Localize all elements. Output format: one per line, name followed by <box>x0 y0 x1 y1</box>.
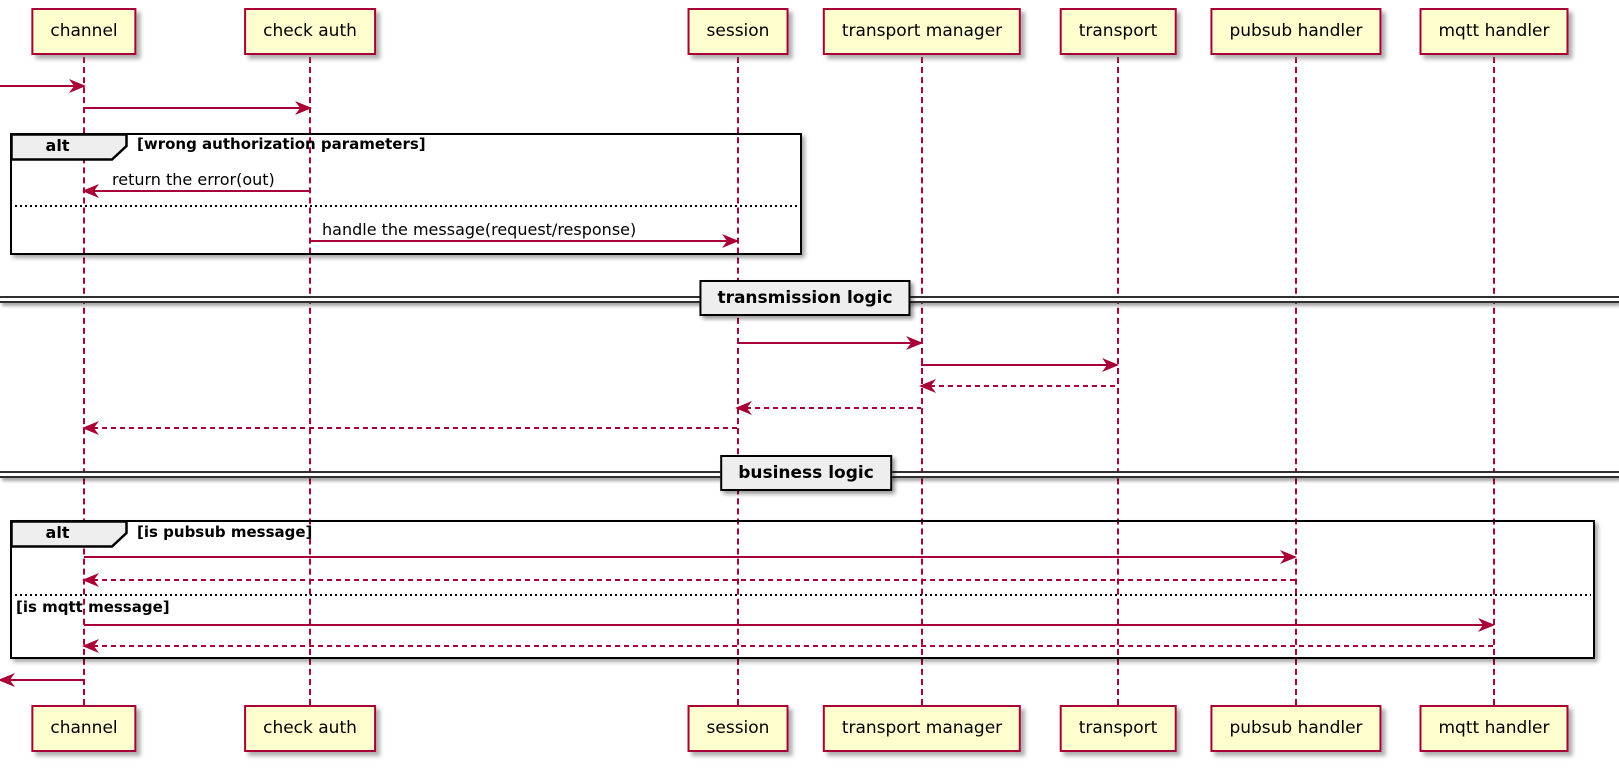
participant-bottom-session: session <box>687 705 789 752</box>
divider-label-business: business logic <box>720 455 892 491</box>
message-arrow-check-auth-to-session <box>310 234 739 248</box>
participant-label: pubsub handler <box>1229 718 1363 738</box>
participant-label: channel <box>50 718 118 738</box>
participant-top-session: session <box>687 8 789 55</box>
message-arrow-external-to-channel <box>0 79 86 93</box>
fragment-keyword: alt <box>45 135 70 155</box>
participant-top-channel: channel <box>31 8 137 55</box>
message-arrow-channel-to-external <box>0 673 84 687</box>
lifeline-mqtt-handler <box>1493 57 1495 705</box>
lifeline-channel <box>83 57 85 705</box>
lifeline-transport-manager <box>921 57 923 705</box>
message-arrow-transport-manager-to-session <box>735 401 921 415</box>
participant-label: check auth <box>263 21 357 41</box>
message-arrow-pubsub-handler-to-channel <box>82 573 1295 587</box>
fragment-tab: alt <box>9 132 128 161</box>
message-arrow-channel-to-check-auth <box>84 101 312 115</box>
participant-label: mqtt handler <box>1438 21 1550 41</box>
participant-bottom-check-auth: check auth <box>244 705 376 752</box>
fragment-tab-shape <box>9 132 128 161</box>
participant-top-transport: transport <box>1059 8 1177 55</box>
participant-label: transport manager <box>841 21 1003 41</box>
lifeline-pubsub-handler <box>1295 57 1297 705</box>
fragment-else-divider <box>10 594 1591 596</box>
participant-top-pubsub-handler: pubsub handler <box>1210 8 1382 55</box>
participant-label: session <box>706 718 770 738</box>
message-label: return the error(out) <box>112 170 275 189</box>
fragment-else-divider <box>10 205 798 207</box>
alt-fragment-auth: alt <box>9 132 802 255</box>
participant-label: session <box>706 21 770 41</box>
divider-label-transmission: transmission logic <box>699 280 911 316</box>
participant-bottom-pubsub-handler: pubsub handler <box>1210 705 1382 752</box>
participant-label: transport <box>1078 21 1158 41</box>
alt-fragment-routing: alt <box>9 519 1595 659</box>
participant-bottom-channel: channel <box>31 705 137 752</box>
participant-top-mqtt-handler: mqtt handler <box>1419 8 1569 55</box>
participant-top-transport-manager: transport manager <box>822 8 1022 55</box>
message-arrow-channel-to-mqtt-handler <box>84 618 1495 632</box>
participant-label: check auth <box>263 718 357 738</box>
participant-top-check-auth: check auth <box>244 8 376 55</box>
participant-bottom-transport: transport <box>1059 705 1177 752</box>
participant-label: pubsub handler <box>1229 21 1363 41</box>
fragment-tab: alt <box>9 519 128 548</box>
message-label: handle the message(request/response) <box>322 220 637 239</box>
participant-bottom-mqtt-handler: mqtt handler <box>1419 705 1569 752</box>
arrowhead-left-icon <box>0 673 15 687</box>
participant-label: transport <box>1078 718 1158 738</box>
participant-label: mqtt handler <box>1438 718 1550 738</box>
message-arrow-channel-to-pubsub-handler <box>84 550 1297 564</box>
message-arrow-session-to-channel <box>82 421 737 435</box>
message-arrow-transport-to-transport-manager <box>919 379 1117 393</box>
lifeline-session <box>737 57 739 705</box>
fragment-guard: [wrong authorization parameters] <box>137 135 426 153</box>
lifeline-check-auth <box>309 57 311 705</box>
fragment-guard: [is mqtt message] <box>16 598 170 616</box>
participant-label: transport manager <box>841 718 1003 738</box>
message-arrow-transport-manager-to-transport <box>921 358 1119 372</box>
message-arrow-check-auth-to-channel <box>82 184 310 198</box>
participant-label: channel <box>50 21 118 41</box>
fragment-tab-shape <box>9 519 128 548</box>
lifeline-transport <box>1117 57 1119 705</box>
message-arrow-mqtt-handler-to-channel <box>82 639 1493 653</box>
participant-bottom-transport-manager: transport manager <box>822 705 1022 752</box>
fragment-guard: [is pubsub message] <box>137 523 313 541</box>
message-arrow-session-to-transport-manager <box>737 336 923 350</box>
fragment-keyword: alt <box>45 522 70 542</box>
